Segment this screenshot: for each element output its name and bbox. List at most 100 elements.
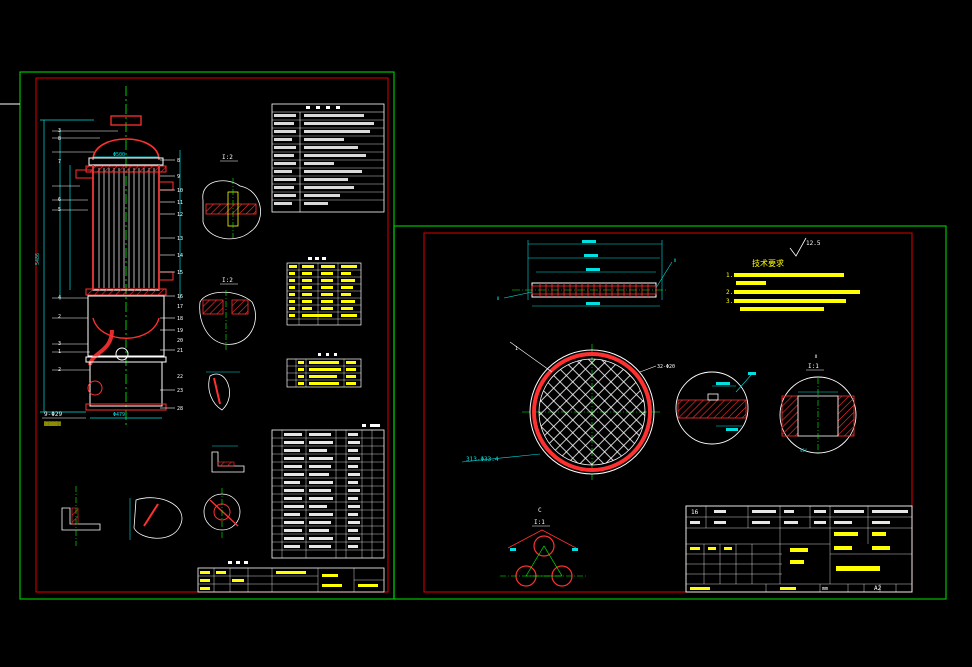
tubesheet-plan-view[interactable]: 1 32-Φ20 313-Φ33.4 (461, 341, 675, 480)
mark-number: 8 (58, 136, 61, 142)
mark-number: 2 (58, 367, 61, 373)
mark-number: 9 (177, 174, 180, 180)
detail-3-outline (208, 373, 230, 411)
upper-tubesheet (85, 165, 167, 173)
detail-2-section (202, 299, 224, 315)
detail-4-section (211, 451, 245, 473)
tube-fins (539, 283, 649, 297)
mark-number: 23 (177, 388, 183, 394)
detail-6-section (61, 507, 101, 531)
skirt (89, 361, 163, 407)
mark-number: 19 (177, 328, 183, 334)
design-data-table[interactable] (271, 103, 385, 213)
tube-hole-field (538, 358, 646, 466)
upper-right-nozzle (158, 181, 174, 191)
detail-7-outline (133, 497, 183, 539)
section-detail-view[interactable]: I:1 Ⅱ 45° (779, 354, 857, 454)
elbow-flange (115, 347, 129, 361)
mark-number: 11 (177, 200, 183, 206)
left-title-block[interactable] (197, 561, 385, 593)
small-parts-table[interactable] (286, 353, 362, 388)
mark-number: 7 (58, 159, 61, 165)
column-main-view[interactable]: 5486 Φ500 Φ479 (35, 86, 183, 426)
detail-letter: C (538, 507, 542, 514)
mark-number: 3 (58, 128, 61, 134)
title-sheet-size: A2 (874, 585, 882, 592)
svg-text:1: 1 (515, 346, 518, 352)
tube-hole-callout: 313-Φ33.4 (466, 456, 499, 463)
svg-text:32-Φ20: 32-Φ20 (657, 364, 675, 370)
tube-bundle (98, 168, 155, 288)
svg-text:Ⅱ: Ⅱ (497, 296, 499, 302)
base-ring (85, 403, 167, 411)
mark-number: 15 (177, 270, 183, 276)
detail-scale-label: I:2 (222, 277, 233, 284)
lower-right-nozzle (158, 271, 174, 281)
mark-number: 12 (177, 212, 183, 218)
detail-1-section (205, 203, 257, 215)
mark-number: 3 (58, 341, 61, 347)
mark-number: 13 (177, 236, 183, 242)
column-dimensions (40, 119, 181, 419)
mark-number: 14 (177, 253, 183, 259)
left-sheet[interactable]: 5486 Φ500 Φ479 (0, 71, 395, 600)
mark-number: 28 (177, 406, 183, 412)
svg-text:Ⅱ: Ⅱ (815, 354, 817, 360)
top-nozzle (110, 115, 142, 126)
base-diameter-dim: Φ479 (113, 412, 125, 418)
nozzle-table[interactable] (286, 257, 362, 326)
tube-pitch-detail[interactable]: C I:1 (500, 507, 588, 587)
top-head (92, 138, 160, 161)
tubesheet-outer-ring (529, 349, 655, 475)
mark-leaders-right (160, 159, 175, 409)
title-row-number: 16 (691, 509, 699, 516)
mark-number: 20 (177, 338, 183, 344)
mark-number: 6 (58, 197, 61, 203)
note-3-number: 3. (726, 298, 733, 305)
lower-tubesheet (85, 288, 167, 296)
mark-number: 17 (177, 304, 183, 310)
right-sheet[interactable]: Ⅱ Ⅱ 12.5 技术要求 1. 2. 3. 1 32-Φ20 (393, 225, 947, 600)
lower-chamber (87, 295, 165, 357)
detail-scale-label: I:2 (222, 154, 233, 161)
mark-number: 8 (177, 158, 180, 164)
technical-notes[interactable]: 12.5 技术要求 1. 2. 3. (726, 237, 860, 311)
mark-number: 22 (177, 374, 183, 380)
note-1-number: 1. (726, 272, 733, 279)
weld-detail-view[interactable] (675, 371, 756, 445)
upper-left-nozzle (75, 169, 94, 179)
heating-tube-elevation[interactable]: Ⅱ Ⅱ (497, 240, 676, 307)
mark-number: 2 (58, 314, 61, 320)
overall-height-dim: 5486 (35, 253, 41, 265)
mark-number: 16 (177, 294, 183, 300)
mark-number: 18 (177, 316, 183, 322)
svg-text:45°: 45° (800, 448, 807, 453)
detail-2-outline (199, 291, 256, 345)
notes-title: 技术要求 (752, 258, 784, 268)
mark-number: 4 (58, 295, 61, 301)
mark-numbers: 3 8 7 6 5 4 2 3 1 2 8 9 10 11 12 13 14 1… (58, 128, 183, 412)
skirt-opening (87, 380, 103, 396)
nozzle-callout: 9-Φ29 (44, 411, 62, 418)
nozzle-note: ▒▒▒▒▒▒▒ (44, 421, 61, 426)
right-title-block[interactable]: 16 A2 mm (685, 505, 913, 593)
right-sheet-inner-frame (423, 232, 913, 593)
detail-scale-label: I:1 (534, 519, 545, 526)
mark-number: 1 (58, 349, 61, 355)
detail-1-outline (202, 180, 261, 240)
right-sheet-outer-frame (393, 225, 947, 600)
lower-head (92, 317, 160, 339)
shell-diameter-dim: Φ500 (113, 152, 125, 158)
title-unit: mm (822, 586, 828, 592)
surface-roughness-mark: 12.5 (806, 240, 821, 247)
mark-number: 5 (58, 207, 61, 213)
mark-number: 10 (177, 188, 183, 194)
parts-list-table[interactable] (271, 424, 385, 559)
note-2-number: 2. (726, 289, 733, 296)
detail-views-left[interactable]: I:2 I:2 (61, 154, 261, 546)
detail-scale-label: I:1 (808, 363, 819, 370)
svg-text:Ⅱ: Ⅱ (674, 258, 676, 264)
mark-number: 21 (177, 348, 183, 354)
mark-leaders-left (52, 130, 118, 371)
